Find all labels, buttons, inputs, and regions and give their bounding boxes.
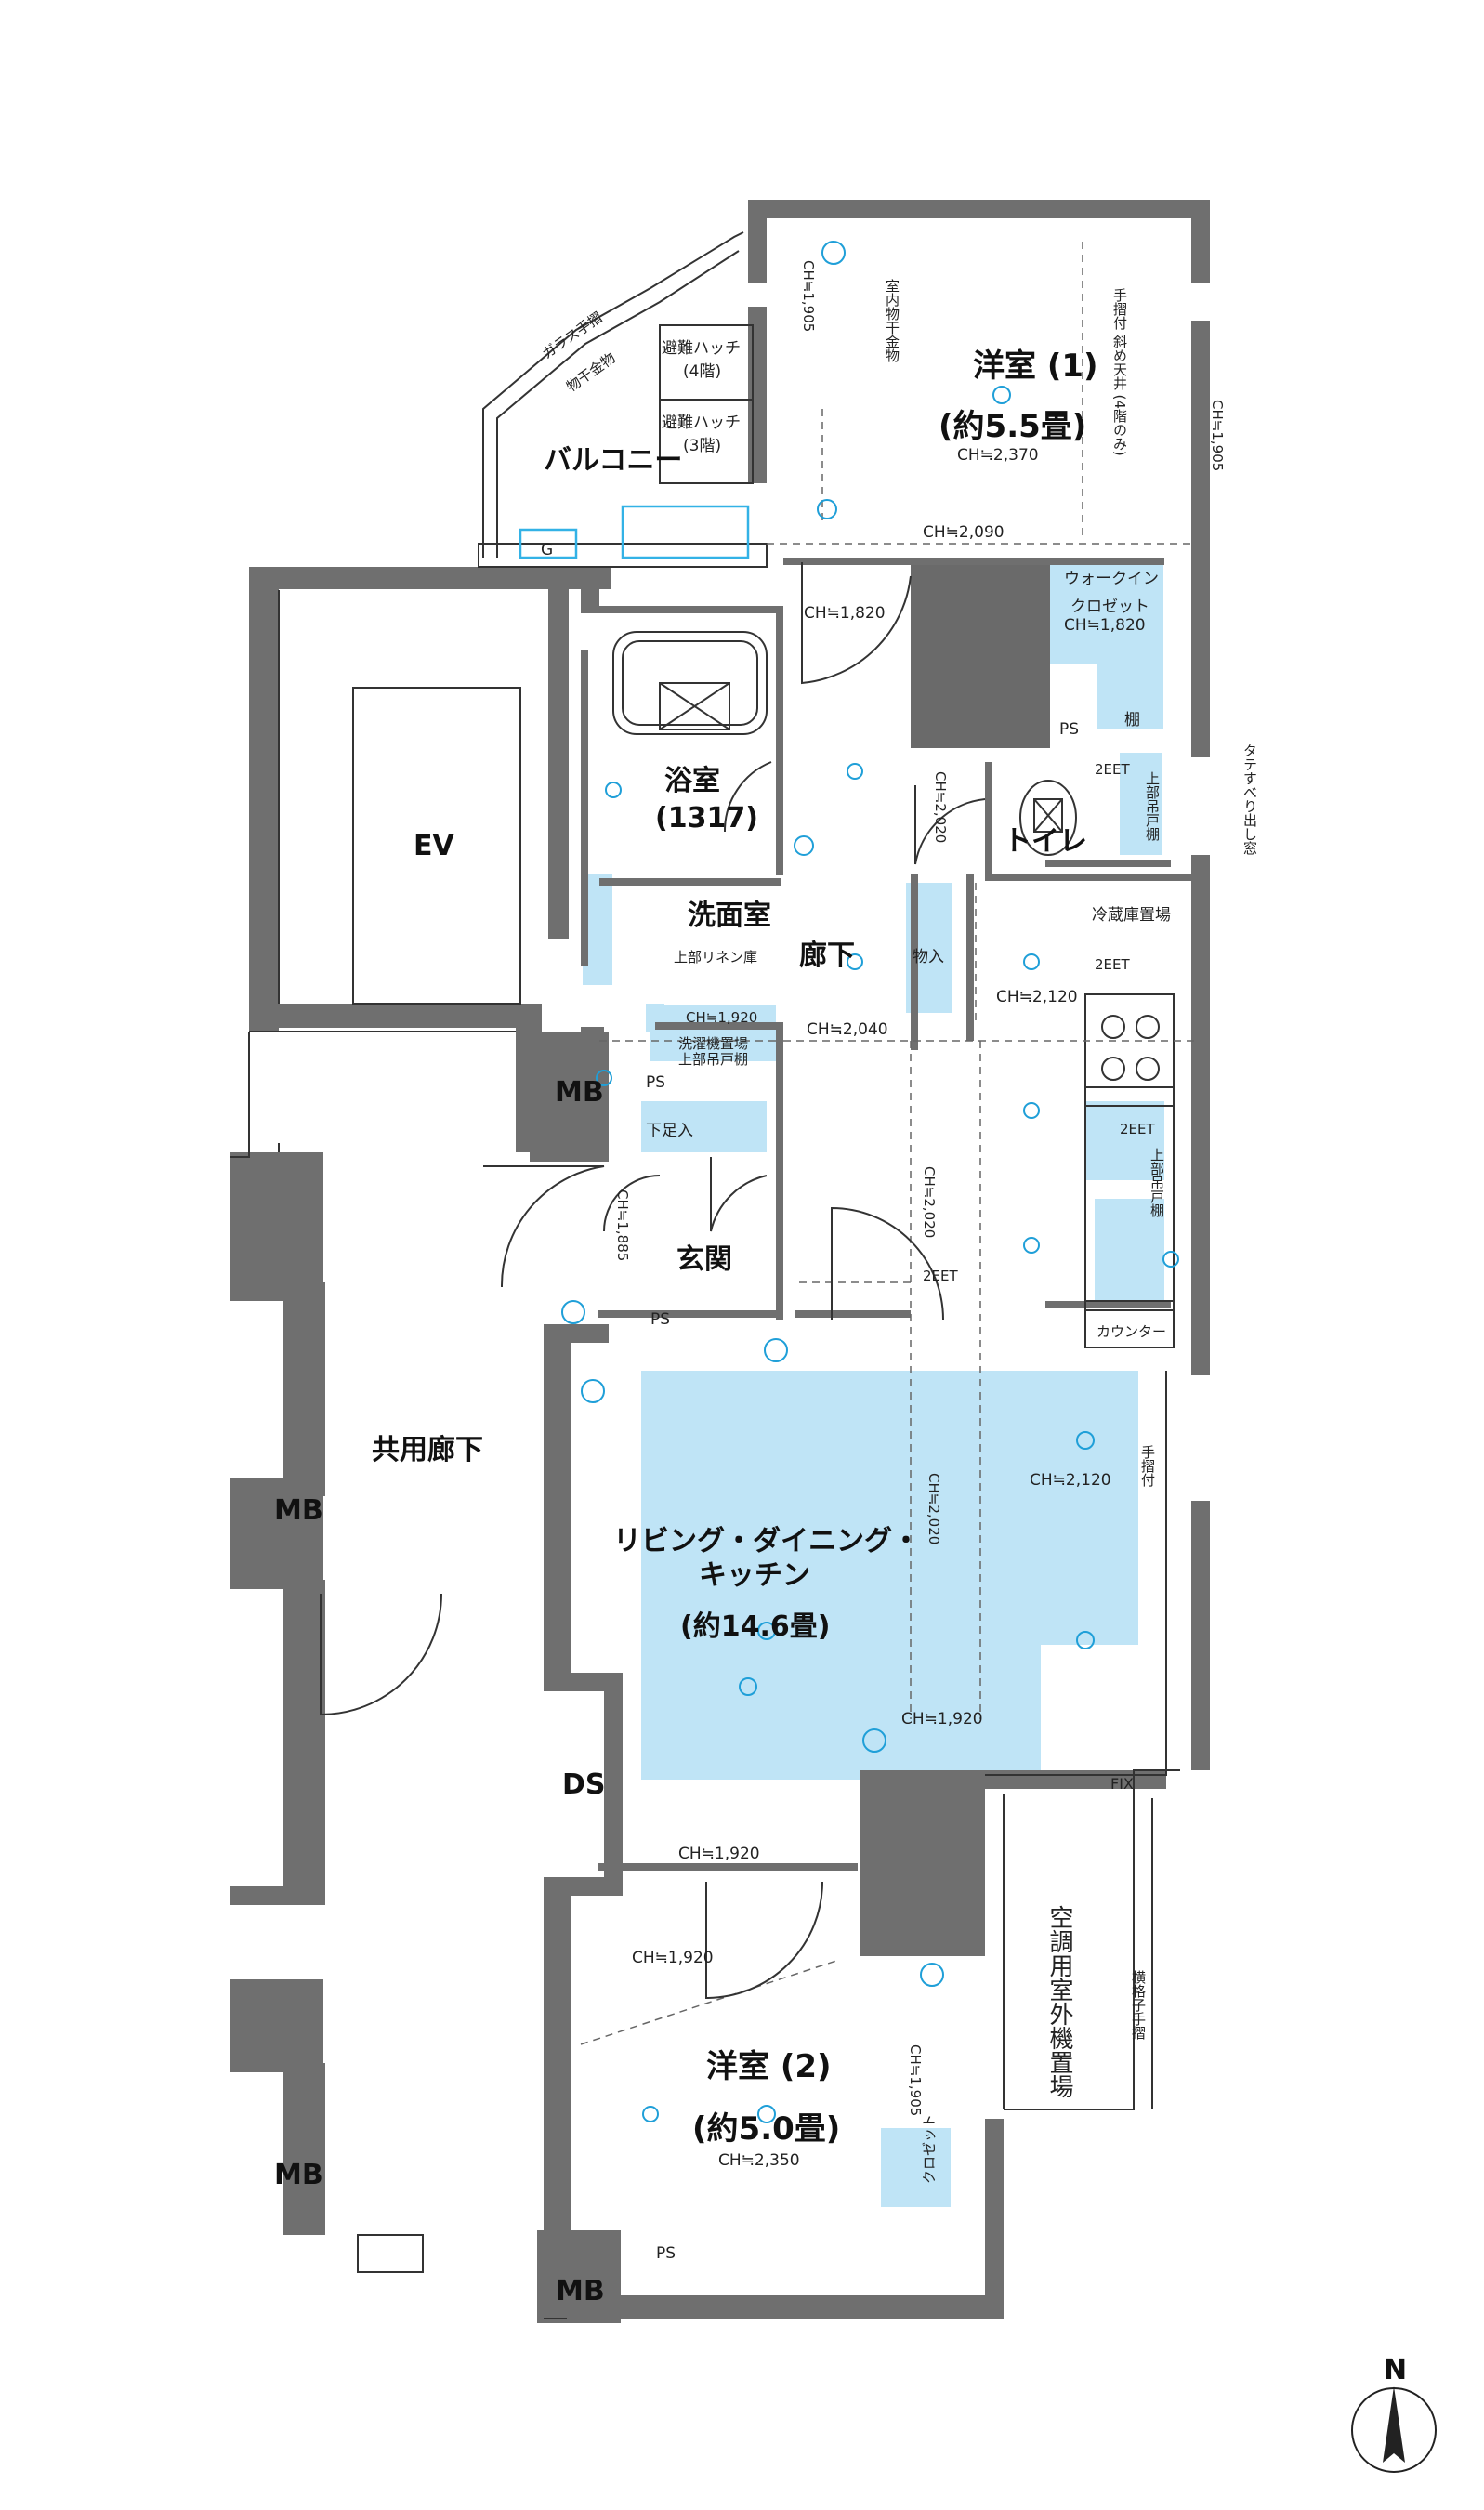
ldk-size: (約14.6畳)	[680, 1610, 830, 1643]
walkin-shelf: 棚	[1124, 711, 1140, 729]
western2-ch: CH≒2,350	[718, 2151, 800, 2170]
fix-label: FIX	[1110, 1775, 1134, 1793]
ch-2020-c: CH≒2,020	[926, 1473, 942, 1544]
handrail: 手摺付	[1139, 1445, 1156, 1488]
indoor-drying: 室内物干金物	[884, 279, 900, 363]
washroom-name: 洗面室	[688, 900, 771, 932]
walkin-line1: ウォークイン	[1064, 570, 1159, 588]
ps-label-2: PS	[646, 1073, 665, 1092]
mb-label-4: MB	[556, 2275, 605, 2307]
ldk-floor-lower	[799, 1645, 1041, 1780]
ch-1920-c: CH≒1,920	[678, 1845, 760, 1863]
ceiling-lines	[580, 242, 1199, 2045]
balcony-name: バルコニー	[544, 444, 682, 477]
eet-1: 2EET	[1095, 761, 1130, 778]
walkin-closet-fill	[1050, 562, 1163, 664]
lattice-rail: 横格子手摺	[1130, 1970, 1147, 2041]
ch-1905-b: CH≒1,905	[1209, 400, 1226, 471]
ch-1920-b: CH≒1,920	[901, 1710, 983, 1728]
north-arrow	[1351, 2386, 1437, 2473]
ch-2090: CH≒2,090	[923, 523, 1005, 542]
western2-size: (約5.0畳)	[692, 2110, 840, 2148]
laundry-line1: 洗濯機置場	[678, 1035, 748, 1052]
ch-2120-a: CH≒2,120	[996, 988, 1078, 1006]
bathtub	[612, 631, 768, 735]
upper-cabinet-kitchen: 上部吊戸棚	[1149, 1148, 1165, 1217]
ds-label: DS	[562, 1768, 606, 1801]
hatch3-line1: 避難ハッチ	[662, 414, 741, 432]
ch-1920-a: CH≒1,920	[686, 1009, 757, 1026]
north-label: N	[1384, 2354, 1407, 2386]
ch-2020-a: CH≒2,020	[932, 771, 949, 843]
toilet-fixture	[1019, 780, 1077, 856]
g-label: G	[541, 541, 553, 559]
ch-2020-b: CH≒2,020	[921, 1166, 938, 1238]
slanted-ceiling: 手摺付 斜め天井 (4階のみ)	[1111, 288, 1128, 456]
walkin-ch: CH≒1,820	[1064, 616, 1146, 635]
common-hall-name: 共用廊下	[372, 1434, 483, 1466]
upper-cabinet-toilet: 上部吊戸棚	[1144, 771, 1161, 841]
ps-label-4: PS	[656, 2244, 676, 2263]
m-markers	[561, 241, 944, 1987]
hatch4-line2: (4階)	[683, 362, 721, 381]
g-box	[519, 528, 578, 559]
laundry-fill	[650, 1005, 776, 1061]
closet2-fill	[881, 2128, 951, 2207]
walls	[230, 200, 1210, 2323]
bath-name: 浴室	[664, 765, 720, 797]
balcony-unit	[621, 505, 750, 559]
mb-label-3: MB	[274, 2159, 323, 2191]
western1-size: (約5.5畳)	[939, 408, 1086, 445]
kitchen-sink-fill	[1095, 1199, 1164, 1301]
tilt-window: タテすべり出し窓	[1241, 743, 1258, 855]
ps-label-3: PS	[650, 1310, 670, 1329]
toilet-name: トイレ	[1004, 825, 1087, 858]
western1-name: 洋室 (1)	[973, 348, 1098, 385]
bath-size: (1317)	[655, 802, 758, 834]
hatch3-box	[659, 399, 754, 484]
washroom-note: 上部リネン庫	[674, 949, 757, 966]
ldk-name-1: リビング・ダイニング・	[613, 1525, 920, 1557]
hatch3-line2: (3階)	[683, 437, 721, 455]
fridge-label: 冷蔵庫置場	[1092, 906, 1171, 925]
toilet-cabinet-fill	[1120, 753, 1162, 855]
closet2-label: クロゼット	[921, 2114, 938, 2184]
hall-name: 廊下	[799, 940, 855, 972]
hatch4-line1: 避難ハッチ	[662, 339, 741, 358]
stove	[1101, 1015, 1160, 1081]
shoe-cabinet-fill	[641, 1101, 767, 1152]
shoe-label: 下足入	[646, 1122, 693, 1140]
ch-2120-b: CH≒2,120	[1030, 1471, 1111, 1490]
ldk-floor-notch	[1041, 1645, 1138, 1780]
kitchen-upper-fill	[1085, 1101, 1164, 1180]
western1-ch: CH≒2,370	[957, 446, 1039, 465]
ev-label: EV	[414, 830, 454, 862]
walkin-shelf-fill	[1097, 664, 1163, 729]
doors	[320, 562, 986, 2000]
ch-1820: CH≒1,820	[804, 604, 886, 623]
eet-4: 2EET	[923, 1268, 958, 1284]
storage-label: 物入	[913, 948, 944, 966]
ac-area-label: 空調用室外機置場	[1045, 1905, 1073, 2098]
ps-label-1: PS	[1059, 720, 1079, 739]
ch-1905-c: CH≒1,905	[907, 2044, 924, 2116]
laundry-line2: 上部吊戸棚	[678, 1051, 748, 1068]
mb-label-1: MB	[555, 1076, 604, 1109]
ch-2040: CH≒2,040	[807, 1020, 888, 1039]
eet-3: 2EET	[1120, 1121, 1155, 1137]
ch-1920-d: CH≒1,920	[632, 1949, 714, 1967]
western2-name: 洋室 (2)	[706, 2048, 832, 2085]
ch-1905-a: CH≒1,905	[800, 260, 817, 332]
ceiling-lights	[596, 386, 1179, 2123]
ch-1885: CH≒1,885	[614, 1189, 631, 1261]
eet-2: 2EET	[1095, 956, 1130, 973]
ldk-name-2: キッチン	[699, 1559, 810, 1592]
mb-label-2: MB	[274, 1494, 323, 1527]
walkin-line2: クロゼット	[1070, 598, 1149, 616]
counter-label: カウンター	[1097, 1323, 1166, 1340]
outline-lines	[230, 231, 1180, 2319]
entrance-name: 玄関	[676, 1243, 732, 1276]
